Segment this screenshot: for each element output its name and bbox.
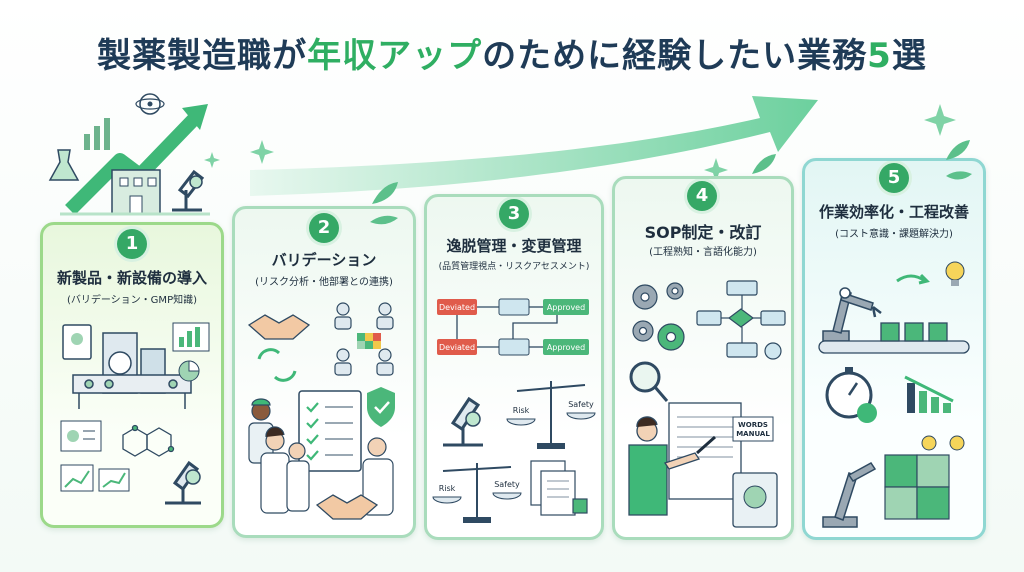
- title-part2: のために経験したい業務: [482, 36, 868, 76]
- step-card-5: 5 作業効率化・工程改善 (コスト意識・課題解決力): [802, 158, 986, 540]
- lightbulb-icon: [945, 261, 965, 286]
- microscope-icon: [165, 460, 201, 505]
- step-title: 逸脱管理・変更管理: [446, 237, 582, 255]
- deviated-label: Deviated: [439, 343, 475, 352]
- step-title: SOP制定・改訂: [644, 223, 762, 242]
- team-icon: [334, 302, 394, 376]
- safety-label: Safety: [494, 480, 520, 489]
- step-title: 作業効率化・工程改善: [818, 203, 969, 221]
- gears-icon: [632, 282, 685, 351]
- magnifier-icon: [629, 361, 669, 402]
- lightbulb-icon: [921, 435, 965, 451]
- lab-illustration-icon: [48, 93, 210, 216]
- step-subtitle: (バリデーション・GMP知識): [66, 295, 197, 306]
- step-5-illustration: [818, 261, 970, 528]
- step-subtitle: (リスク分析・他部署との連携): [255, 277, 393, 288]
- step-card-1: 1 新製品・新設備の導入 (バリデーション・GMP知識): [40, 222, 224, 528]
- document-icon: [62, 324, 92, 360]
- safety-label: Safety: [568, 400, 594, 409]
- step-card-4: 4 SOP制定・改訂 (工程熟知・言語化能力): [612, 176, 794, 540]
- step-number-badge: 2: [309, 213, 339, 243]
- handshake-icon: [247, 314, 311, 340]
- lab-equipment-icon: [72, 332, 192, 409]
- puzzle-icon: [884, 454, 950, 520]
- title-part1: 製薬製造職が: [97, 36, 308, 76]
- step-number-badge: 4: [687, 181, 717, 211]
- step-number-badge: 3: [499, 199, 529, 229]
- balance-scale-icon: Risk Safety: [432, 463, 522, 523]
- flowchart-icon: Deviated Approved Deviated Approved: [437, 298, 589, 356]
- documents-icon: [530, 460, 588, 516]
- step-3-illustration: Deviated Approved Deviated Approved Risk…: [432, 298, 596, 523]
- declining-chart-icon: [904, 375, 954, 413]
- sparkle-icon: [204, 104, 956, 182]
- writer-icon: [628, 402, 742, 516]
- step-subtitle: (工程熟知・言語化能力): [649, 247, 757, 258]
- title-part3: 選: [891, 36, 927, 76]
- risk-label: Risk: [513, 406, 530, 415]
- growth-arrow-icon: [250, 96, 818, 196]
- refresh-arrows-icon: [257, 348, 297, 382]
- step-title: 新製品・新設備の導入: [56, 269, 207, 287]
- page-title: 製薬製造職が年収アップのために経験したい業務5選: [0, 28, 1024, 77]
- title-highlight: 年収アップ: [307, 36, 483, 76]
- step-number-badge: 5: [879, 163, 909, 193]
- approved-label: Approved: [547, 343, 585, 352]
- risk-label: Risk: [439, 484, 456, 493]
- shield-check-icon: [367, 387, 395, 427]
- step-1-illustration: [60, 322, 210, 505]
- line-chart-icon: [60, 464, 130, 492]
- words-label: WORDS: [738, 421, 768, 429]
- flowchart-icon: [696, 280, 786, 360]
- risk-matrix-icon: [357, 333, 381, 349]
- step-2-illustration: [247, 302, 395, 520]
- step-number-badge: 1: [117, 229, 147, 259]
- arrow-right-icon: [896, 273, 930, 285]
- step-subtitle: (品質管理視点・リスクアセスメント): [438, 262, 590, 272]
- chart-icon: [172, 322, 210, 352]
- robot-arm-icon: [822, 287, 882, 342]
- pie-chart-icon: [178, 360, 200, 382]
- checklist-icon: [298, 390, 362, 472]
- molecule-icon: [122, 424, 175, 457]
- step-4-illustration: WORDS MANUAL: [628, 280, 786, 528]
- deviated-label: Deviated: [439, 303, 475, 312]
- worker-icon: [248, 398, 394, 516]
- stopwatch-icon: [825, 367, 877, 423]
- conveyor-icon: [818, 322, 970, 354]
- robot-arm-icon: [822, 462, 877, 528]
- microscope-icon: [443, 396, 483, 447]
- step-title: バリデーション: [271, 251, 377, 269]
- handshake-icon: [315, 494, 379, 520]
- step-card-2: 2 バリデーション (リスク分析・他部署との連携): [232, 206, 416, 538]
- title-number: 5: [867, 36, 892, 76]
- report-icon: [60, 420, 102, 452]
- manual-label: MANUAL: [736, 430, 770, 438]
- step-subtitle: (コスト意識・課題解決力): [835, 229, 953, 240]
- balance-scale-icon: Risk Safety: [506, 381, 596, 449]
- approved-label: Approved: [547, 303, 585, 312]
- manual-book-icon: WORDS MANUAL: [732, 416, 778, 528]
- step-card-3: 3 逸脱管理・変更管理 (品質管理視点・リスクアセスメント) Deviated …: [424, 194, 604, 540]
